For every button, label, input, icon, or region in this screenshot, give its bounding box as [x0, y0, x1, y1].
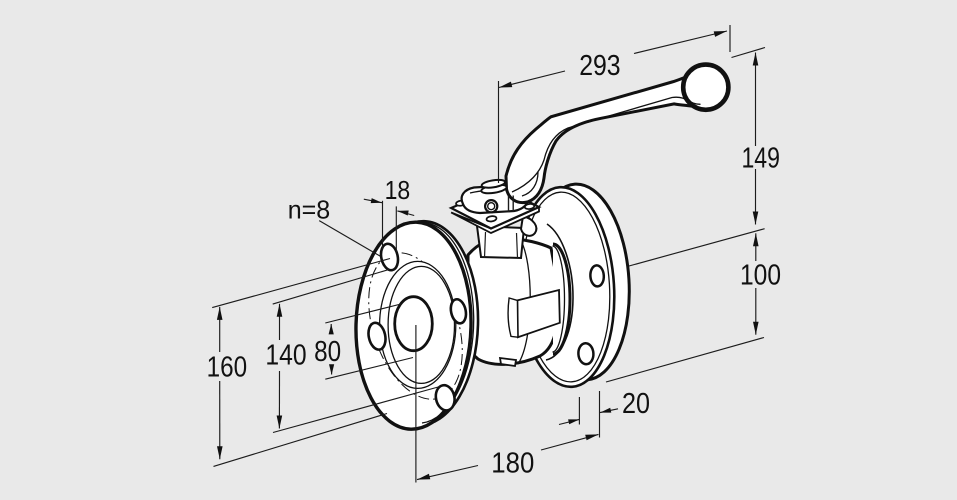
svg-text:80: 80: [314, 336, 341, 368]
svg-text:n=8: n=8: [288, 194, 331, 224]
svg-text:140: 140: [265, 340, 306, 372]
svg-text:160: 160: [207, 351, 248, 383]
svg-text:149: 149: [741, 143, 780, 175]
svg-text:180: 180: [491, 447, 534, 479]
svg-text:20: 20: [622, 388, 650, 420]
svg-text:18: 18: [385, 175, 411, 205]
svg-text:100: 100: [740, 260, 781, 292]
svg-text:293: 293: [579, 50, 620, 82]
